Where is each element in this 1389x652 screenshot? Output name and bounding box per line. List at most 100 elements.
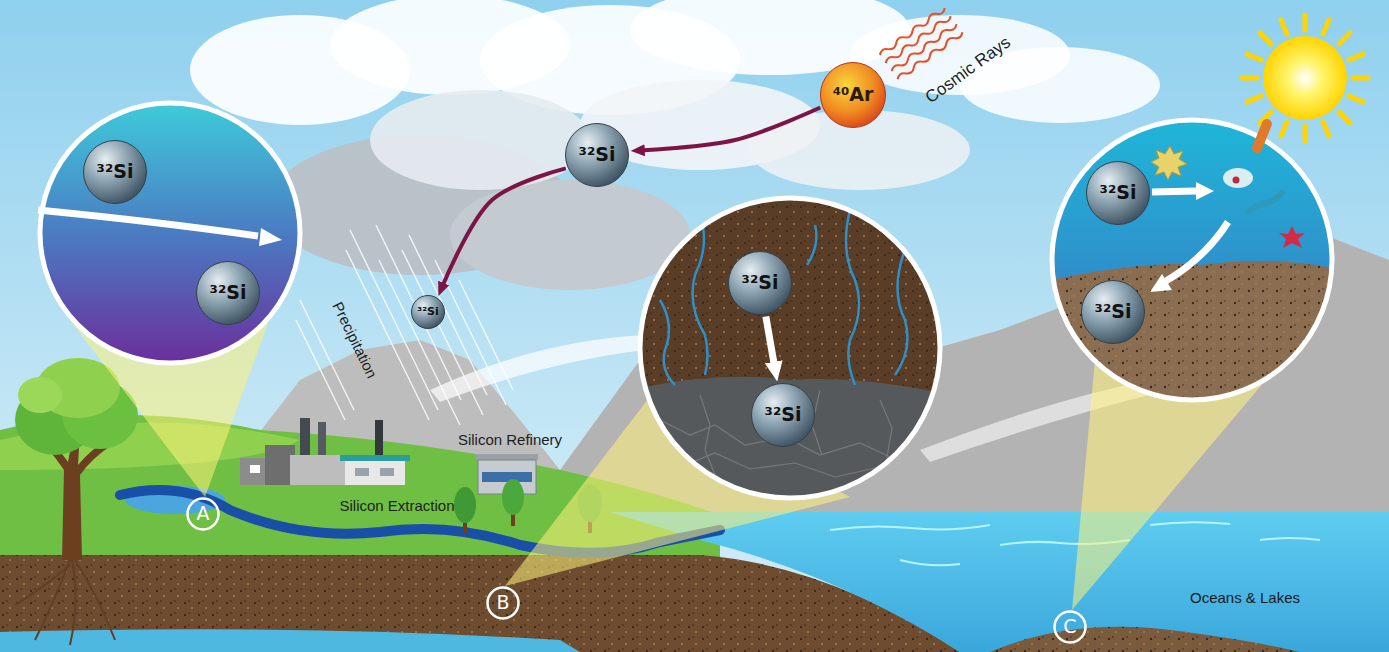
sun (1323, 20, 1329, 34)
atom-symbol: ³²Si (1095, 301, 1132, 323)
cosmic-ray-waves (890, 22, 958, 73)
silicon-atom: ³²Si (196, 261, 260, 325)
silicon-extraction-plant (375, 420, 383, 460)
node-circle (566, 124, 629, 187)
lake (900, 560, 960, 565)
atmosphere-magnifier (40, 103, 300, 363)
lake (990, 627, 1300, 652)
node-circle (821, 63, 886, 128)
silicon-atom: ³²Si (83, 140, 147, 204)
sun (1260, 33, 1271, 44)
ground (0, 629, 580, 652)
atom-symbol: ³²Si (1100, 182, 1137, 204)
big-tree (18, 377, 62, 413)
silicon-extraction-plant (355, 468, 369, 476)
big-tree (70, 560, 76, 645)
sun (1281, 20, 1287, 34)
soil-magnifier (807, 225, 816, 265)
lake (990, 627, 1300, 652)
silicon-extraction-plant (240, 418, 410, 485)
lake-magnifier (1150, 274, 1172, 292)
rain (296, 225, 513, 425)
soil-magnifier (880, 400, 892, 463)
site-marker: A (186, 497, 220, 531)
silicon-extraction-plant (250, 465, 260, 473)
microorganisms (1151, 146, 1187, 180)
soil-magnifier (846, 210, 859, 385)
atom-symbol: ³²Si (579, 144, 616, 166)
lake-magnifier (1050, 117, 1340, 410)
ray-label: Cosmic Rays (922, 33, 1014, 108)
site-letter: A (197, 503, 210, 525)
lake (1260, 538, 1320, 540)
node-circle (1087, 162, 1150, 225)
silicon-extraction-plant (345, 461, 405, 485)
silicon-extraction-plant (380, 468, 394, 476)
node-circle (752, 384, 815, 447)
rain (409, 235, 487, 395)
sun (1242, 76, 1257, 81)
big-tree (15, 560, 115, 645)
lake (1150, 522, 1230, 525)
clouds (450, 180, 690, 290)
sun (1339, 112, 1350, 123)
lake-magnifier (1166, 222, 1228, 281)
sun (1263, 36, 1347, 120)
sun (1349, 54, 1363, 60)
soil-magnifier (640, 198, 940, 498)
atom-symbol: ³²Si (765, 404, 802, 426)
soil-magnifier (630, 190, 950, 510)
soil-magnifier (693, 215, 708, 375)
clouds (370, 90, 590, 190)
soil-magnifier (630, 377, 950, 510)
atmosphere-magnifier (259, 228, 282, 246)
argon-atom: ⁴⁰Ar (820, 62, 886, 128)
microorganisms (1279, 226, 1305, 248)
lake (830, 522, 1320, 565)
silicon-refinery-building (482, 472, 532, 482)
silicon-atom: ³²Si (751, 383, 815, 447)
sun (1323, 122, 1329, 136)
microorganisms (1251, 117, 1274, 154)
lake-magnifier (1050, 118, 1340, 410)
sun (1303, 15, 1308, 30)
small-trees (454, 487, 476, 523)
facility-label: Silicon Extraction (339, 497, 454, 514)
lake-magnifier (1050, 261, 1340, 410)
lake (610, 512, 1389, 652)
silicon-atom: ³²Si (1086, 161, 1150, 225)
microorganisms (1151, 117, 1305, 248)
atmosphere-magnifier (38, 103, 300, 363)
atom-symbol: ³²Si (417, 306, 438, 319)
rain (459, 280, 513, 390)
soil-magnifier (660, 300, 675, 385)
soil-magnifier (630, 190, 950, 510)
microorganisms (1223, 168, 1253, 188)
sun (1353, 76, 1368, 81)
water-body-label: Oceans & Lakes (1190, 589, 1300, 606)
soil-magnifier (895, 250, 907, 375)
lake-magnifier (1196, 182, 1214, 200)
facility-label: Silicon Refinery (458, 431, 562, 448)
node-circle (1082, 281, 1145, 344)
node-circle (488, 588, 519, 619)
connectors (442, 107, 821, 369)
big-tree (75, 560, 115, 640)
small-trees (502, 479, 524, 515)
node-circle (188, 499, 219, 530)
node-circle (84, 141, 147, 204)
silicon-atom: ³²Si (728, 251, 792, 315)
sun (1247, 96, 1261, 102)
flow-arrow (442, 168, 566, 288)
silicon-extraction-plant (340, 455, 410, 461)
lake (610, 512, 1389, 652)
big-tree (35, 560, 70, 640)
rain (296, 320, 345, 420)
microorganisms (1233, 177, 1240, 184)
silicon-atom: ³²Si (411, 295, 445, 329)
atom-symbol: ³²Si (742, 272, 779, 294)
node-circle (412, 296, 445, 329)
